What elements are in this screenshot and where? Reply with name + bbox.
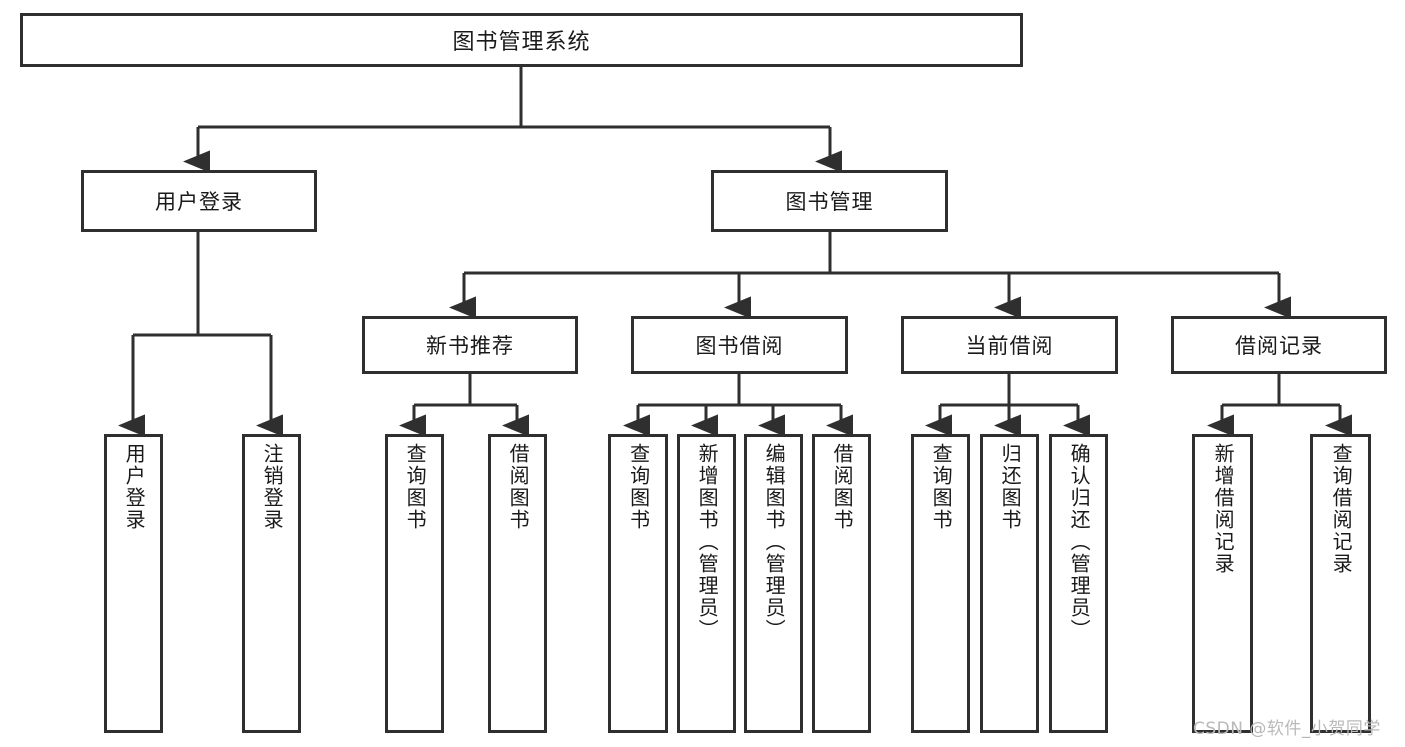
node-current-borrow[interactable]: 当前借阅 [901, 316, 1118, 374]
node-user-login[interactable]: 用户登录 [81, 170, 317, 232]
node-label: 图书管理系统 [452, 30, 591, 55]
leaf-current-query-book[interactable]: 查询图书 [911, 434, 970, 733]
node-label: 借阅图书 [506, 443, 531, 531]
node-label: 查询图书 [403, 443, 428, 531]
node-label: 注销登录 [260, 443, 285, 531]
node-label: 归还图书 [998, 443, 1023, 531]
leaf-borrow-add-book-admin[interactable]: 新增图书（管理员） [677, 434, 736, 733]
node-label: 用户登录 [122, 443, 147, 531]
node-label: 图书管理 [785, 190, 874, 214]
node-label: 用户登录 [155, 190, 243, 214]
node-label: 新增图书（管理员） [695, 443, 720, 641]
node-label: 图书借阅 [695, 334, 784, 358]
node-label: 查询借阅记录 [1329, 443, 1354, 575]
node-label: 借阅记录 [1235, 334, 1323, 358]
node-label: 确认归还（管理员） [1067, 443, 1092, 641]
leaf-current-confirm-return-admin[interactable]: 确认归还（管理员） [1049, 434, 1108, 733]
node-book-management[interactable]: 图书管理 [711, 170, 948, 232]
leaf-borrow-query-book[interactable]: 查询图书 [608, 434, 668, 733]
node-label: 查询图书 [929, 443, 954, 531]
node-label: 当前借阅 [965, 334, 1054, 358]
node-root-library-system[interactable]: 图书管理系统 [20, 13, 1023, 67]
node-label: 借阅图书 [830, 443, 855, 531]
leaf-user-logout[interactable]: 注销登录 [242, 434, 301, 733]
node-label: 编辑图书（管理员） [762, 443, 787, 641]
leaf-rec-query-book[interactable]: 查询图书 [385, 434, 444, 733]
node-borrow-record[interactable]: 借阅记录 [1171, 316, 1387, 374]
node-label: 新增借阅记录 [1211, 443, 1236, 575]
node-book-borrow[interactable]: 图书借阅 [631, 316, 848, 374]
leaf-user-login[interactable]: 用户登录 [104, 434, 163, 733]
node-new-book-recommend[interactable]: 新书推荐 [362, 316, 578, 374]
leaf-current-return-book[interactable]: 归还图书 [980, 434, 1039, 733]
leaf-record-add-borrow-record[interactable]: 新增借阅记录 [1192, 434, 1253, 733]
leaf-rec-borrow-book[interactable]: 借阅图书 [488, 434, 547, 733]
node-label: 查询图书 [626, 443, 651, 531]
node-label: 新书推荐 [426, 334, 514, 358]
leaf-borrow-borrow-book[interactable]: 借阅图书 [812, 434, 871, 733]
leaf-borrow-edit-book-admin[interactable]: 编辑图书（管理员） [744, 434, 803, 733]
watermark: CSDN @软件_小贺同学 [1193, 719, 1381, 739]
leaf-record-query-borrow-record[interactable]: 查询借阅记录 [1310, 434, 1371, 733]
